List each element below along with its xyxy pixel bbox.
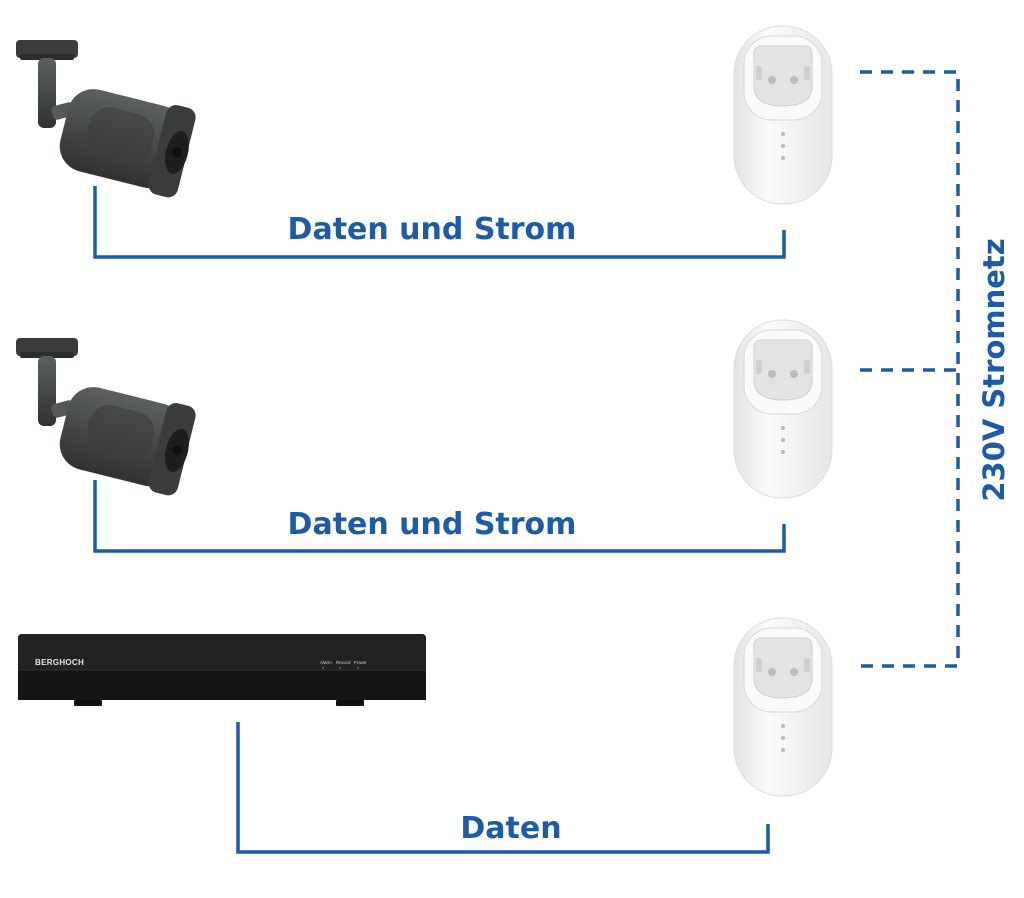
powerline-adapter-2: [733, 319, 833, 499]
camera1-link-line: [93, 186, 786, 259]
powerline-adapter-1: [733, 25, 833, 205]
powerline-adapter-3: [733, 617, 833, 797]
camera-2: [16, 338, 199, 498]
camera2-link-label: Daten und Strom: [288, 507, 577, 542]
nvr-indicator-record: Record: [336, 660, 351, 665]
bullet-camera-icon: [16, 40, 199, 200]
camera1-link-label: Daten und Strom: [288, 212, 577, 247]
nvr-indicator-alarm: Alarm: [320, 660, 332, 665]
nvr-indicator-power: Power: [354, 660, 367, 665]
powerline-adapter-icon: [733, 25, 833, 205]
mains-label: 230V Stromnetz: [977, 238, 1011, 501]
nvr-recorder: BERGHOCH Alarm Record Power: [18, 634, 426, 706]
camera-1: [16, 40, 199, 200]
powerline-adapter-icon: [733, 319, 833, 499]
nvr-link-label: Daten: [460, 811, 561, 846]
bullet-camera-icon: [16, 338, 199, 498]
nvr-brand: BERGHOCH: [35, 658, 84, 667]
mains-line: [860, 70, 960, 668]
nvr-link-line: [236, 722, 770, 854]
camera2-link-line: [93, 480, 786, 553]
powerline-adapter-icon: [733, 617, 833, 797]
